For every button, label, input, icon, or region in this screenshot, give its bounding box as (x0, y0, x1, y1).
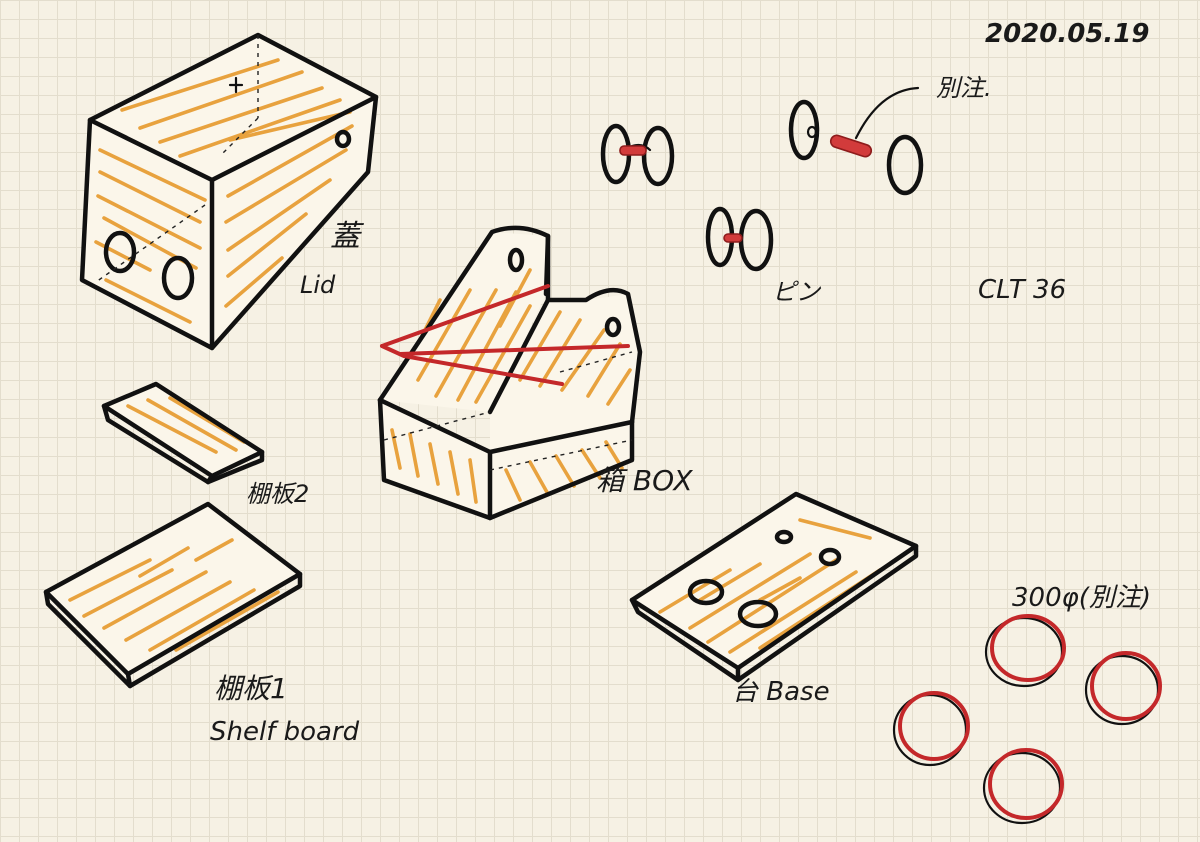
disk-drawings (892, 614, 1162, 825)
disk-note-label: 300φ(別注) (1012, 583, 1151, 613)
date-label: 2020.05.19 (985, 19, 1149, 49)
shelf1-label-en: Shelf board (210, 717, 360, 747)
separate-note-label: 別注. (936, 74, 992, 102)
shelf1-label-ja: 棚板1 (214, 672, 288, 705)
pin-drawings (600, 86, 924, 272)
lid-label-en: Lid (300, 271, 336, 299)
shelf2-drawing (101, 381, 265, 485)
lid-label-ja: 蓋 (330, 219, 365, 254)
base-label: 台 Base (732, 677, 830, 707)
box-label: 箱 BOX (596, 464, 693, 497)
pin-label: ピン (772, 278, 822, 306)
base-drawing (629, 491, 919, 683)
lid-drawing (79, 32, 379, 351)
shelf1-drawing (43, 501, 303, 689)
shelf2-label: 棚板2 (246, 480, 309, 508)
material-label: CLT 36 (978, 275, 1066, 305)
box-drawing (377, 225, 643, 521)
labels: 2020.05.19 CLT 36 蓋 Lid 箱 BOX 棚板2 棚板1 Sh… (210, 19, 1151, 747)
